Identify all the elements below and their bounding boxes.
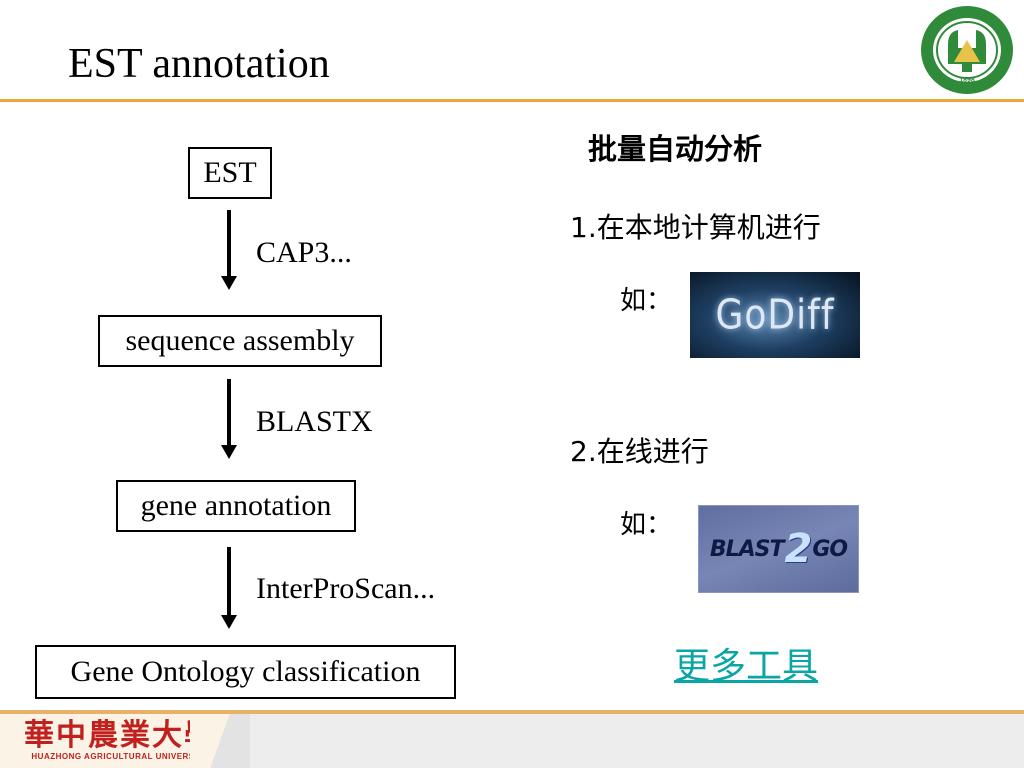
flow-box-gene-ontology-classification: Gene Ontology classification	[35, 645, 456, 699]
blast2go-text-go: GO	[812, 536, 848, 562]
footer-logo-chinese: 華中農業大學	[24, 718, 216, 753]
item-2-text: 在线进行	[596, 435, 709, 468]
footer-logo-english: HUAZHONG AGRICULTURAL UNIVERSITY	[31, 752, 209, 761]
title-divider	[0, 99, 1024, 102]
slide-title: EST annotation	[68, 41, 330, 87]
item-1-text: 在本地计算机进行	[596, 211, 821, 244]
item-1-example-prefix: 如：	[620, 286, 673, 316]
item-2-number: 2.	[570, 435, 597, 468]
university-seal-logo: 1898	[921, 6, 1013, 94]
item-1-number: 1.	[570, 211, 597, 244]
godiff-logo-text: GoDiff	[715, 291, 835, 339]
seal-year: 1898	[959, 77, 975, 84]
item-2-example-prefix: 如：	[620, 510, 673, 540]
more-tools-link[interactable]: 更多工具	[674, 646, 819, 687]
batch-analysis-heading: 批量自动分析	[588, 132, 763, 166]
item-1: 1.在本地计算机进行	[570, 206, 821, 246]
footer-slash-decoration	[190, 714, 250, 768]
arrow-label-blastx: BLASTX	[256, 405, 373, 438]
flow-arrow-2	[219, 379, 239, 459]
arrow-label-interproscan: InterProScan...	[256, 572, 436, 605]
flow-box-sequence-assembly: sequence assembly	[98, 315, 382, 367]
flow-box-gene-annotation: gene annotation	[116, 480, 356, 532]
godiff-logo-image: GoDiff	[690, 272, 860, 358]
blast2go-text-2: 2	[784, 526, 813, 572]
flow-arrow-3	[219, 547, 239, 629]
flow-arrow-1	[219, 210, 239, 290]
footer-stripe	[0, 710, 1024, 714]
blast2go-text-blast: BLAST	[709, 536, 785, 562]
item-2: 2.在线进行	[570, 430, 709, 470]
arrow-label-cap3: CAP3...	[256, 236, 352, 269]
flow-box-est: EST	[188, 147, 272, 199]
